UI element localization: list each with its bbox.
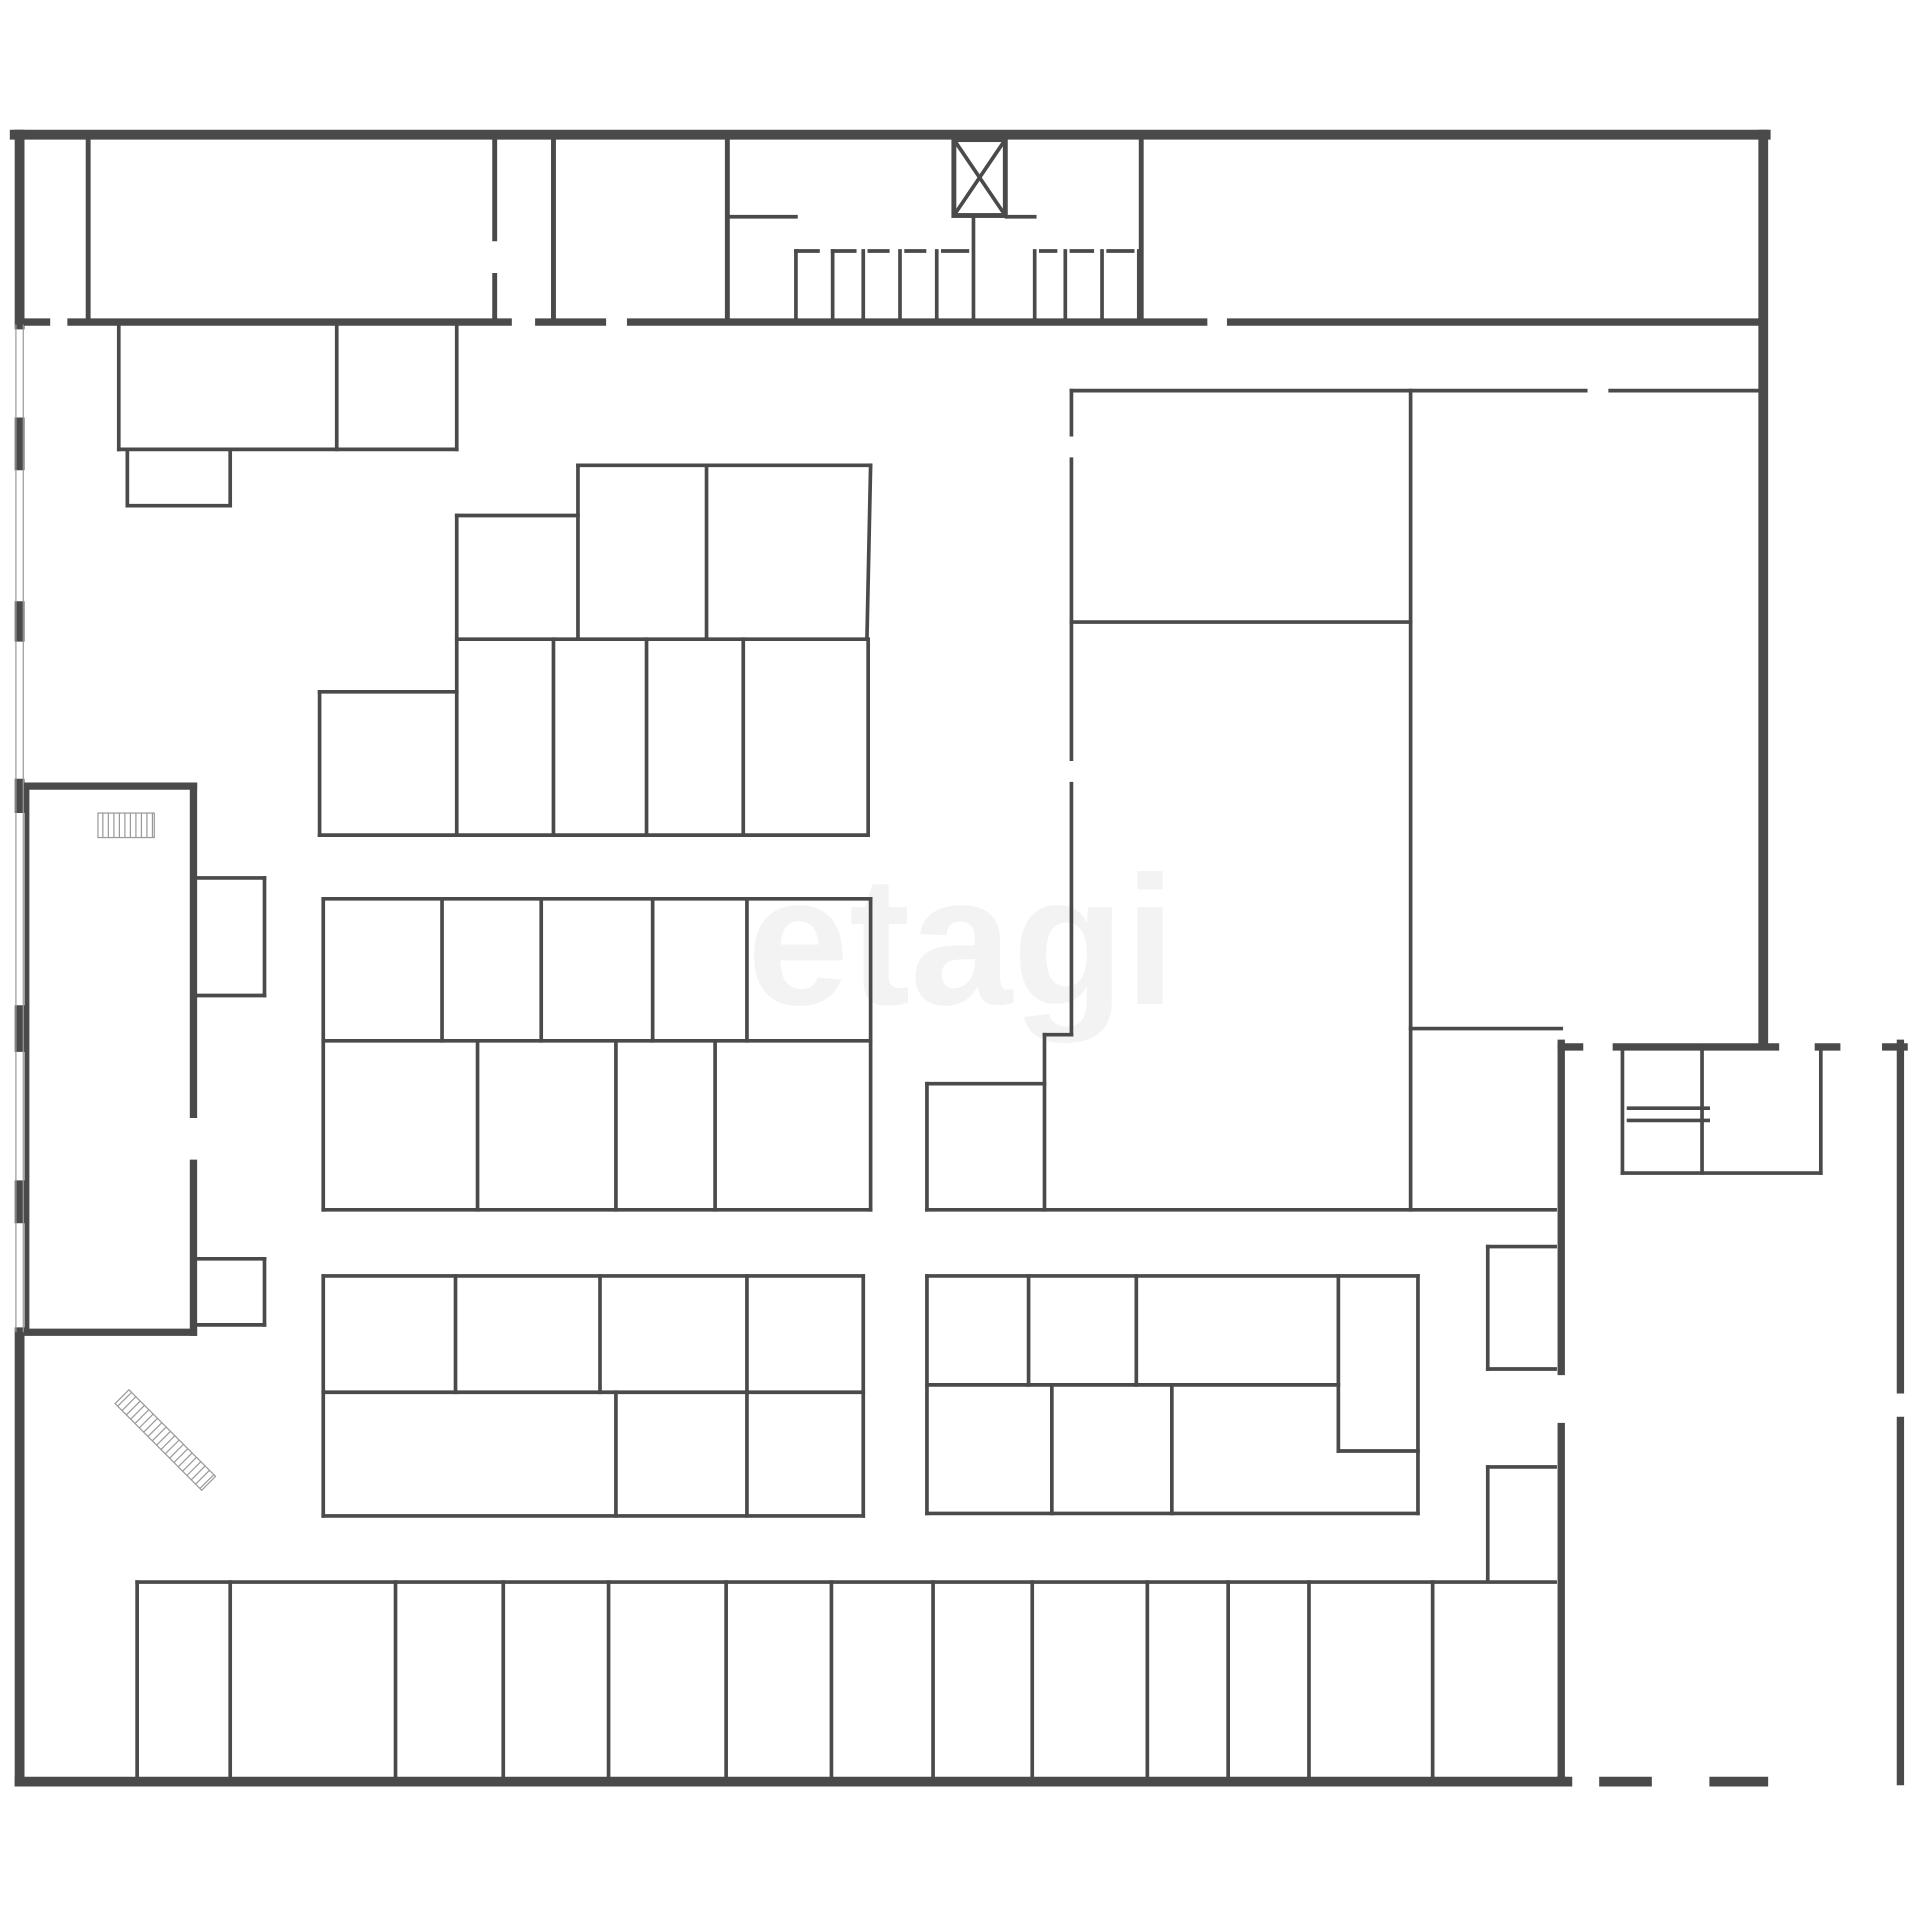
windows [15, 324, 24, 1333]
ramp-tread [182, 1456, 197, 1472]
elevator-icon [951, 137, 1008, 219]
ramp-tread [125, 1400, 141, 1416]
ramp-tread [156, 1430, 171, 1446]
ramp-tread [160, 1435, 176, 1450]
ramp-icon [114, 1388, 217, 1492]
walls [9, 129, 1908, 1787]
ramp-tread [121, 1396, 137, 1411]
ramp-tread [164, 1439, 180, 1455]
ramp-tread [199, 1474, 215, 1489]
ramp-tread [186, 1461, 202, 1476]
ramp-tread [195, 1469, 210, 1485]
stair-icon [97, 812, 155, 839]
ramp-tread [134, 1409, 150, 1424]
ramp-tread [143, 1417, 158, 1433]
ramp-tread [151, 1426, 167, 1442]
ramp-tread [130, 1404, 145, 1420]
watermark-logo: etagi [747, 838, 1176, 1043]
ramp-tread [117, 1391, 132, 1407]
ramp-tread [138, 1413, 154, 1429]
wall [865, 463, 873, 642]
ramp-tread [147, 1422, 163, 1437]
ramp-tread [190, 1465, 206, 1481]
ramp-tread [173, 1448, 189, 1463]
ramp-tread [169, 1443, 184, 1459]
ramp-tread [177, 1452, 193, 1468]
